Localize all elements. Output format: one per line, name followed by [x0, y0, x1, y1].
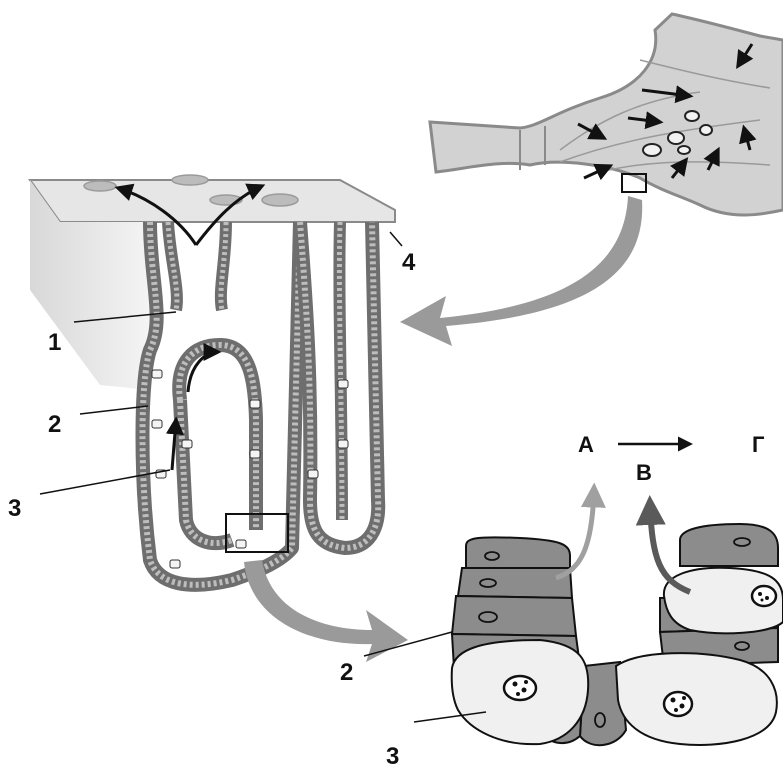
- label-2-gland: 2: [48, 411, 61, 438]
- label-3-gland: 3: [8, 495, 21, 522]
- label-b: B: [636, 460, 652, 485]
- label-4: 4: [402, 249, 416, 276]
- label-g: Г: [752, 432, 765, 457]
- label-2-cells: 2: [340, 659, 353, 686]
- zoom-arrow-to-cells: [244, 560, 408, 662]
- stomach-illustration: [430, 14, 783, 215]
- gastric-gland: [30, 175, 395, 585]
- label-a: A: [578, 432, 594, 457]
- label-1: 1: [48, 329, 61, 356]
- label-3-cells: 3: [386, 743, 399, 769]
- cell-detail: [452, 490, 783, 745]
- zoom-arrow-to-gland: [400, 196, 642, 346]
